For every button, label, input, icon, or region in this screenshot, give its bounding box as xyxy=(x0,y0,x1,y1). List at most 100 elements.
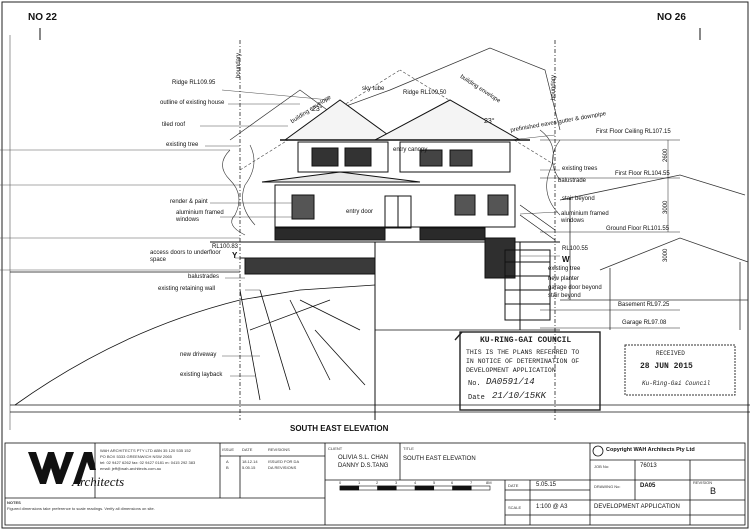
received-stamp-footer: Ku-Ring-Gai Council xyxy=(642,380,711,387)
notes-text: Figured dimensions take preference to sc… xyxy=(7,506,155,511)
annotation-entry-canopy: entry canopy xyxy=(393,147,428,153)
existing-house-outline xyxy=(229,47,561,141)
scale-value: 1:100 @ A3 xyxy=(536,504,568,510)
annotation-angle-left: 23° xyxy=(312,106,323,113)
dimension-3: 3000 xyxy=(663,248,669,262)
building-envelope xyxy=(239,69,556,171)
scale-tick-0: 0 xyxy=(339,480,342,485)
annotation-ridge: Ridge RL109.95 xyxy=(172,80,216,86)
main-house xyxy=(210,99,560,420)
status-value: DEVELOPMENT APPLICATION xyxy=(594,504,680,510)
annotation-sky-tube: sky tube xyxy=(362,86,385,92)
scale-label: SCALE xyxy=(508,505,522,510)
firm-details-4: email: jeff@wah-architects.com.au xyxy=(100,466,162,471)
job-value: 76013 xyxy=(640,463,657,469)
annotation-access-doors: access doors to underfloor space xyxy=(150,250,221,263)
annotation-existing-trees: existing trees xyxy=(562,166,598,172)
annotation-render: render & paint xyxy=(170,199,208,205)
scale-tick-7: 7 xyxy=(470,480,473,485)
date-value: 5.05.15 xyxy=(536,482,557,488)
firm-logo-mark xyxy=(28,452,96,484)
annotation-entry-door: entry door xyxy=(346,209,374,215)
driveway-terrain xyxy=(10,271,750,413)
revision-value: B xyxy=(710,486,717,496)
external-stair xyxy=(519,204,556,241)
council-stamp-date-label: Date xyxy=(468,394,485,402)
rev-a-id: A xyxy=(226,459,229,464)
revision-label: REVISION xyxy=(693,480,713,485)
council-stamp-no-label: No. xyxy=(468,380,481,388)
annotation-new-planter: new planter xyxy=(548,276,580,282)
council-stamp-date-value: 21/10/15KK xyxy=(492,391,547,401)
rev-a-date: 18.12.14 xyxy=(242,459,258,464)
received-stamp-date: 28 JUN 2015 xyxy=(640,362,693,371)
firm-details-1: WAH ARCHITECTS PTY LTD ABN 35 120 535 15… xyxy=(100,448,191,453)
annotation-rl-left: RL100.83 xyxy=(212,244,239,250)
annotation-boundary-left: boundary xyxy=(236,52,242,78)
copyright-icon xyxy=(592,445,604,457)
received-stamp-box xyxy=(624,344,736,396)
dimension-1: 2600 xyxy=(663,148,669,162)
annotation-balustrade: balustrade xyxy=(558,178,587,184)
title-label: TITLE xyxy=(403,446,414,451)
neighbour-house-right xyxy=(559,174,749,330)
title-value: SOUTH EAST ELEVATION xyxy=(403,456,476,462)
annotation-balustrades: balustrades xyxy=(188,274,220,280)
annotation-stair-beyond-1: stair beyond xyxy=(562,196,595,202)
annotation-y-mark: Y xyxy=(232,251,238,260)
annotation-retaining-wall: existing retaining wall xyxy=(158,286,216,292)
title-block-grid xyxy=(4,442,746,526)
firm-tagline: Architects xyxy=(72,474,125,489)
annotation-rl-right: RL100.55 xyxy=(562,246,589,252)
firm-logo-text: WAH xyxy=(28,452,29,453)
rev-b-date: 5.05.15 xyxy=(242,465,256,470)
neighbour-arrows xyxy=(39,28,701,40)
annotation-existing-tree: existing tree xyxy=(166,142,199,148)
leader-lines xyxy=(200,89,560,377)
level-basement: Basement RL97.25 xyxy=(618,302,670,308)
council-stamp-heading: KU-RING-GAI COUNCIL xyxy=(480,336,572,345)
scale-tick-2: 2 xyxy=(376,480,379,485)
council-stamp-box xyxy=(459,331,601,411)
scale-tick-1: 1 xyxy=(358,480,361,485)
drawing-title: SOUTH EAST ELEVATION xyxy=(290,424,389,433)
dimension-2: 3000 xyxy=(663,200,669,214)
scale-bar xyxy=(339,485,491,491)
annotation-driveway: new driveway xyxy=(180,352,217,358)
council-stamp-line1: THIS IS THE PLANS REFERRED TO xyxy=(466,349,580,356)
level-first-floor: First Floor RL104.55 xyxy=(615,171,670,177)
firm-details-2: PO BOX 5333 GREENWICH NSW 2065 xyxy=(100,454,172,459)
council-stamp-corner xyxy=(454,331,463,341)
annotation-w-mark: W xyxy=(562,255,570,264)
annotation-layback: existing layback xyxy=(180,372,223,378)
notes-heading: NOTES xyxy=(7,500,21,505)
scale-tick-3: 3 xyxy=(395,480,398,485)
scale-tick-5: 5 xyxy=(433,480,436,485)
council-stamp-line3: DEVELOPMENT APPLICATION xyxy=(466,367,556,374)
council-stamp-line2: IN NOTICE OF DETERMINATION OF xyxy=(466,358,580,365)
annotation-alu-windows: aluminium framed windows xyxy=(561,211,609,224)
level-ground-floor: Ground Floor RL101.55 xyxy=(606,226,670,232)
client-line-1: OLIVIA S.L. CHAN xyxy=(338,455,389,461)
rev-a-desc: ISSUED FOR DA xyxy=(268,459,300,464)
annotation-boundary-right: boundary xyxy=(551,74,557,100)
client-line-2: DANNY D.S.TANG xyxy=(338,463,389,469)
neighbour-right-label: NO 26 xyxy=(657,12,686,23)
scale-tick-4: 4 xyxy=(414,480,417,485)
annotation-angle-right: 23° xyxy=(484,118,495,125)
annotation-existing-house: outline of existing house xyxy=(160,100,225,106)
date-label: DATE xyxy=(508,483,519,488)
rev-b-desc: DA REVISIONS xyxy=(268,465,297,470)
annotation-stair-beyond-2: stair beyond xyxy=(548,293,581,299)
firm-details-3: tel: 02 9427 6262 fax: 02 9427 0181 m: 0… xyxy=(100,460,196,465)
council-stamp-no-value: DA0591/14 xyxy=(486,377,535,387)
neighbour-house-left xyxy=(0,35,240,430)
level-lines xyxy=(540,139,680,329)
neighbour-left-label: NO 22 xyxy=(28,12,57,23)
annotation-ridge-mid: Ridge RL109.50 xyxy=(403,90,447,96)
job-label: JOB No: xyxy=(594,464,610,469)
annotation-windows: aluminium framed windows xyxy=(176,210,224,223)
rev-header-date: DATE xyxy=(242,447,253,452)
rev-header-issue: ISSUE xyxy=(222,447,235,452)
